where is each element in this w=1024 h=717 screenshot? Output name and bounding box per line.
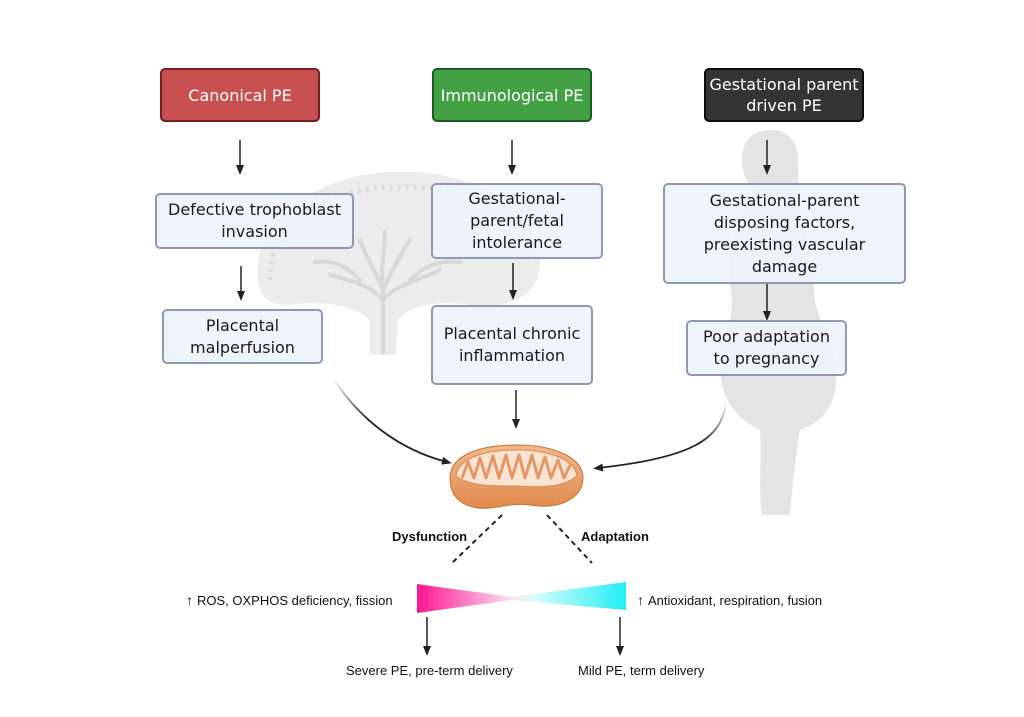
- box-poor-adaptation: Poor adaptation to pregnancy: [686, 320, 847, 376]
- adaptation-markers-text: Antioxidant, respiration, fusion: [648, 593, 823, 608]
- box-defective-trophoblast-invasion: Defective trophoblast invasion: [155, 193, 354, 249]
- header-canonical-pe: Canonical PE: [160, 68, 320, 122]
- mitochondria-icon: [449, 444, 584, 509]
- label-dysfunction: Dysfunction: [392, 529, 468, 544]
- up-arrow-icon: ↑: [637, 592, 644, 608]
- dashed-line-dysfunction: [451, 514, 503, 564]
- dysfunction-markers-text: ROS, OXPHOS deficiency, fission: [197, 593, 393, 608]
- label-adaptation-markers: ↑ Antioxidant, respiration, fusion: [637, 592, 822, 608]
- box-placental-malperfusion: Placental malperfusion: [162, 309, 323, 364]
- dashed-line-adaptation: [546, 514, 593, 564]
- arrow-curve-left: [332, 377, 452, 465]
- arrow-curve-right: [593, 401, 727, 472]
- header-immunological-pe: Immunological PE: [432, 68, 592, 122]
- label-severe-outcome: Severe PE, pre-term delivery: [346, 663, 513, 678]
- label-mild-outcome: Mild PE, term delivery: [578, 663, 705, 678]
- header-gestational-parent-pe: Gestational parent driven PE: [704, 68, 864, 122]
- up-arrow-icon: ↑: [186, 592, 193, 608]
- box-parent-fetal-intolerance: Gestational-parent/fetal intolerance: [431, 183, 603, 259]
- box-placental-chronic-inflammation: Placental chronic inflammation: [431, 305, 593, 385]
- label-adaptation: Adaptation: [581, 529, 649, 544]
- label-dysfunction-markers: ↑ ROS, OXPHOS deficiency, fission: [186, 592, 393, 608]
- box-disposing-factors: Gestational-parent disposing factors, pr…: [663, 183, 906, 284]
- balance-gradient-shape: [417, 582, 626, 613]
